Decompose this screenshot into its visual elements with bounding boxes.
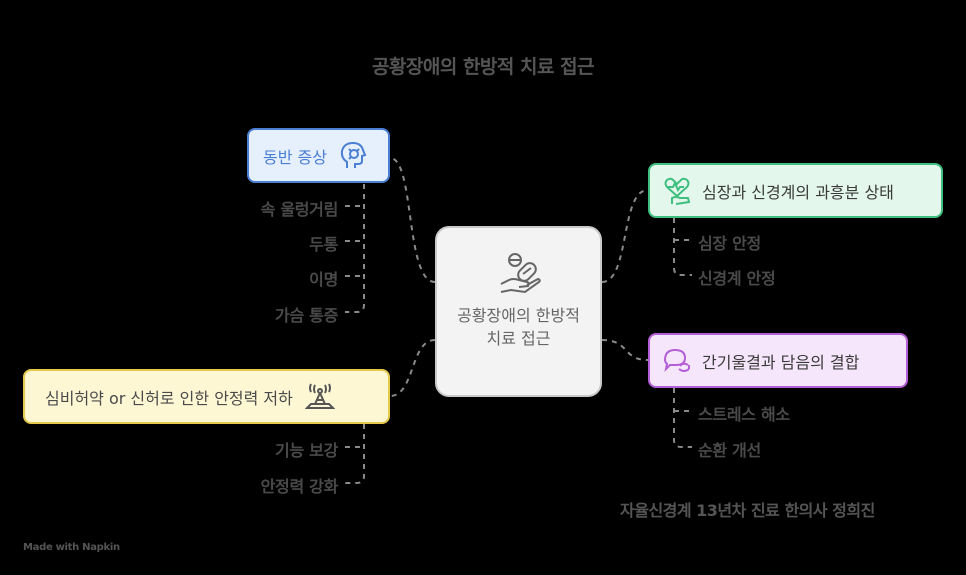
diagram-title: 공황장애의 한방적 치료 접근 xyxy=(371,56,595,78)
leaf-symptom-2: 두통 xyxy=(309,235,338,254)
node-overexcitement-label: 심장과 신경계의 과흥분 상태 xyxy=(702,182,894,202)
link-liver-phlegm-leaves xyxy=(673,388,692,448)
link-heart-weakness xyxy=(389,339,436,397)
leaf-excite-2: 신경계 안정 xyxy=(698,269,776,288)
leaf-symptom-1: 속 울렁거림 xyxy=(260,200,339,219)
node-overexcitement[interactable]: 심장과 신경계의 과흥분 상태 xyxy=(648,163,943,218)
head-storm-icon xyxy=(337,140,369,172)
node-liver-phlegm-label: 간기울결과 담음의 결합 xyxy=(702,352,860,372)
node-symptoms-label: 동반 증상 xyxy=(263,147,327,167)
link-symptoms xyxy=(389,157,436,283)
leaf-symptom-4: 가슴 통증 xyxy=(275,306,338,325)
link-liver-phlegm xyxy=(601,339,649,361)
link-overexcitement xyxy=(601,189,649,283)
leaf-excite-1: 심장 안정 xyxy=(698,234,761,253)
link-overexcitement-leaves xyxy=(673,218,692,276)
heart-hand-icon xyxy=(662,176,692,206)
chat-cycle-icon xyxy=(662,346,692,376)
made-with-napkin: Made with Napkin xyxy=(23,542,120,553)
leaf-liver-2: 순환 개선 xyxy=(698,441,761,460)
center-node[interactable]: 공황장애의 한방적 치료 접근 xyxy=(435,226,602,397)
node-symptoms[interactable]: 동반 증상 xyxy=(247,128,390,183)
author-credit: 자율신경계 13년차 진료 한의사 정희진 xyxy=(620,501,875,520)
node-heart-weakness-label: 심비허약 or 신허로 인한 안정력 저하 xyxy=(45,388,293,408)
pill-hand-icon xyxy=(497,250,543,300)
link-symptoms-leaves xyxy=(345,184,365,313)
link-heart-weakness-leaves xyxy=(345,424,365,484)
wifi-signal-icon xyxy=(304,382,335,412)
node-liver-phlegm[interactable]: 간기울결과 담음의 결합 xyxy=(648,333,908,388)
node-heart-weakness[interactable]: 심비허약 or 신허로 인한 안정력 저하 xyxy=(23,369,390,424)
leaf-liver-1: 스트레스 해소 xyxy=(698,405,790,424)
center-label: 공황장애의 한방적 치료 접근 xyxy=(457,306,580,348)
leaf-symptom-3: 이명 xyxy=(309,270,338,289)
leaf-weakness-2: 안정력 강화 xyxy=(260,477,339,496)
leaf-weakness-1: 기능 보강 xyxy=(275,441,338,460)
